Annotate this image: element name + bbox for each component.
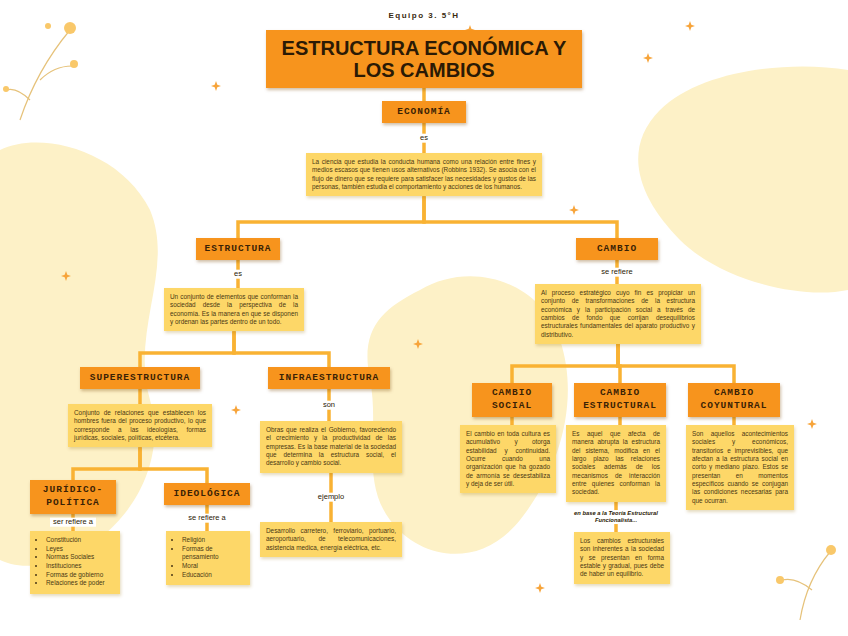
edge-label: son [320,401,338,410]
definition-box: La ciencia que estudia la conducta human… [306,153,542,196]
body-text: Al proceso estratégico cuyo fin es propi… [541,289,695,339]
definition-box: Conjunto de relaciones que establecen lo… [68,404,212,447]
bullet-list: ReligiónFormas de pensamientoMoralEducac… [170,536,246,579]
list-item: Educación [182,571,246,580]
body-text: Conjunto de relaciones que establecen lo… [74,409,206,442]
concept-heading: SUPERESTRUCTURA [80,367,200,389]
heading-text: ESTRUCTURA [204,243,271,256]
connector-line [424,196,617,238]
concept-heading: INFRAESTRUCTURA [268,367,390,389]
heading-text: JURÍDICO-POLÍTICA [34,484,112,510]
list-item: Moral [182,562,246,571]
concept-heading: IDEOLÓGICA [164,483,250,505]
sparkle [535,583,545,593]
list-item: Religión [182,536,246,545]
connector-line [238,196,424,238]
concept-heading: ESTRUCTURA [196,238,280,260]
body-text: Son aquellos acontecimientos sociales y … [692,430,788,505]
body-text: Obras que realiza el Gobierno, favorecie… [266,426,396,468]
heading-text: CAMBIO SOCIAL [476,387,548,413]
connector-line [140,331,234,367]
cream-blob [638,66,848,292]
connector-line [73,447,140,480]
connector-line [138,389,142,404]
sparkle [231,405,241,415]
bullet-list-box: ConstituciónLeyesNormas SocialesInstituc… [30,531,120,594]
concept-heading: ECONOMÍA [382,101,466,123]
sparkles [61,21,817,593]
list-item: Formas de pensamiento [182,545,246,562]
body-text: El cambio en toda cultura es acumulativo… [466,430,550,488]
edge-label: se refiere [598,268,635,277]
definition-box: Un conjunto de elementos que conforman l… [164,288,304,331]
sparkle [211,81,221,91]
connector-line [234,331,329,367]
example-box: Desarrollo carretero, ferroviario, portu… [260,522,402,557]
definition-box: Obras que realiza el Gobierno, favorecie… [260,421,402,473]
edge-label: ejemplo [315,493,347,502]
body-text: Los cambios estructurales son inherentes… [580,537,664,579]
list-item: Relaciones de poder [46,579,116,588]
list-item: Leyes [46,545,116,554]
bullet-list: ConstituciónLeyesNormas SocialesInstituc… [34,536,116,588]
flower-buds [3,22,836,584]
cream-blob [0,143,158,566]
body-text: Es aquel que afecta de manera abrupta la… [572,430,660,497]
list-item: Formas de gobierno [46,571,116,580]
sparkle [643,53,653,63]
edge-label: es [231,270,245,279]
heading-text: ECONOMÍA [397,106,451,119]
concept-heading: CAMBIO ESTRUCTURAL [574,383,666,417]
definition-box: Es aquel que afecta de manera abrupta la… [566,425,666,502]
heading-text: SUPERESTRUCTURA [90,372,191,385]
concept-heading: CAMBIO [576,238,658,260]
connector-line [510,417,514,425]
sparkle [61,271,71,281]
heading-text: INFRAESTRUCTURA [279,372,380,385]
list-item: Normas Sociales [46,553,116,562]
flower-sprig [6,30,830,620]
sparkle [807,419,817,429]
list-item: Constitución [46,536,116,545]
sparkle [685,21,695,31]
heading-text: CAMBIO COYUNTURAL [692,387,776,413]
team-label: Equipo 3. 5°H [324,12,524,20]
connector-line [618,344,734,383]
definition-box: El cambio en toda cultura es acumulativo… [460,425,556,493]
edge-label: en base a la Teoría Estructural Funciona… [567,510,665,524]
body-text: La ciencia que estudia la conducta human… [312,158,536,191]
title-box: ESTRUCTURA ECONÓMICA Y LOS CAMBIOS [266,30,582,88]
concept-heading: CAMBIO SOCIAL [472,383,552,417]
edge-label: es [417,134,431,143]
sparkle [413,339,423,349]
body-text: Un conjunto de elementos que conforman l… [170,293,298,326]
edge-label: ser refiere a [50,518,96,527]
heading-text: CAMBIO [597,243,637,256]
heading-text: IDEOLÓGICA [173,488,240,501]
title-link [422,88,426,101]
connector-line [618,417,622,425]
list-item: Instituciones [46,562,116,571]
edge-label: se refiere a [185,514,229,523]
concept-heading: CAMBIO COYUNTURAL [688,383,780,417]
heading-text: CAMBIO ESTRUCTURAL [578,387,662,413]
connector-line [512,344,618,383]
title: ESTRUCTURA ECONÓMICA Y LOS CAMBIOS [266,37,582,82]
bullet-list-box: ReligiónFormas de pensamientoMoralEducac… [166,531,250,585]
definition-box: Son aquellos acontecimientos sociales y … [686,425,794,510]
concept-heading: JURÍDICO-POLÍTICA [30,480,116,514]
definition-box: Al proceso estratégico cuyo fin es propi… [535,284,701,344]
connector-line [732,417,736,425]
connector-line [140,447,207,483]
body-text: Desarrollo carretero, ferroviario, portu… [266,527,396,552]
sparkle [569,205,579,215]
note-box: Los cambios estructurales son inherentes… [574,532,670,584]
